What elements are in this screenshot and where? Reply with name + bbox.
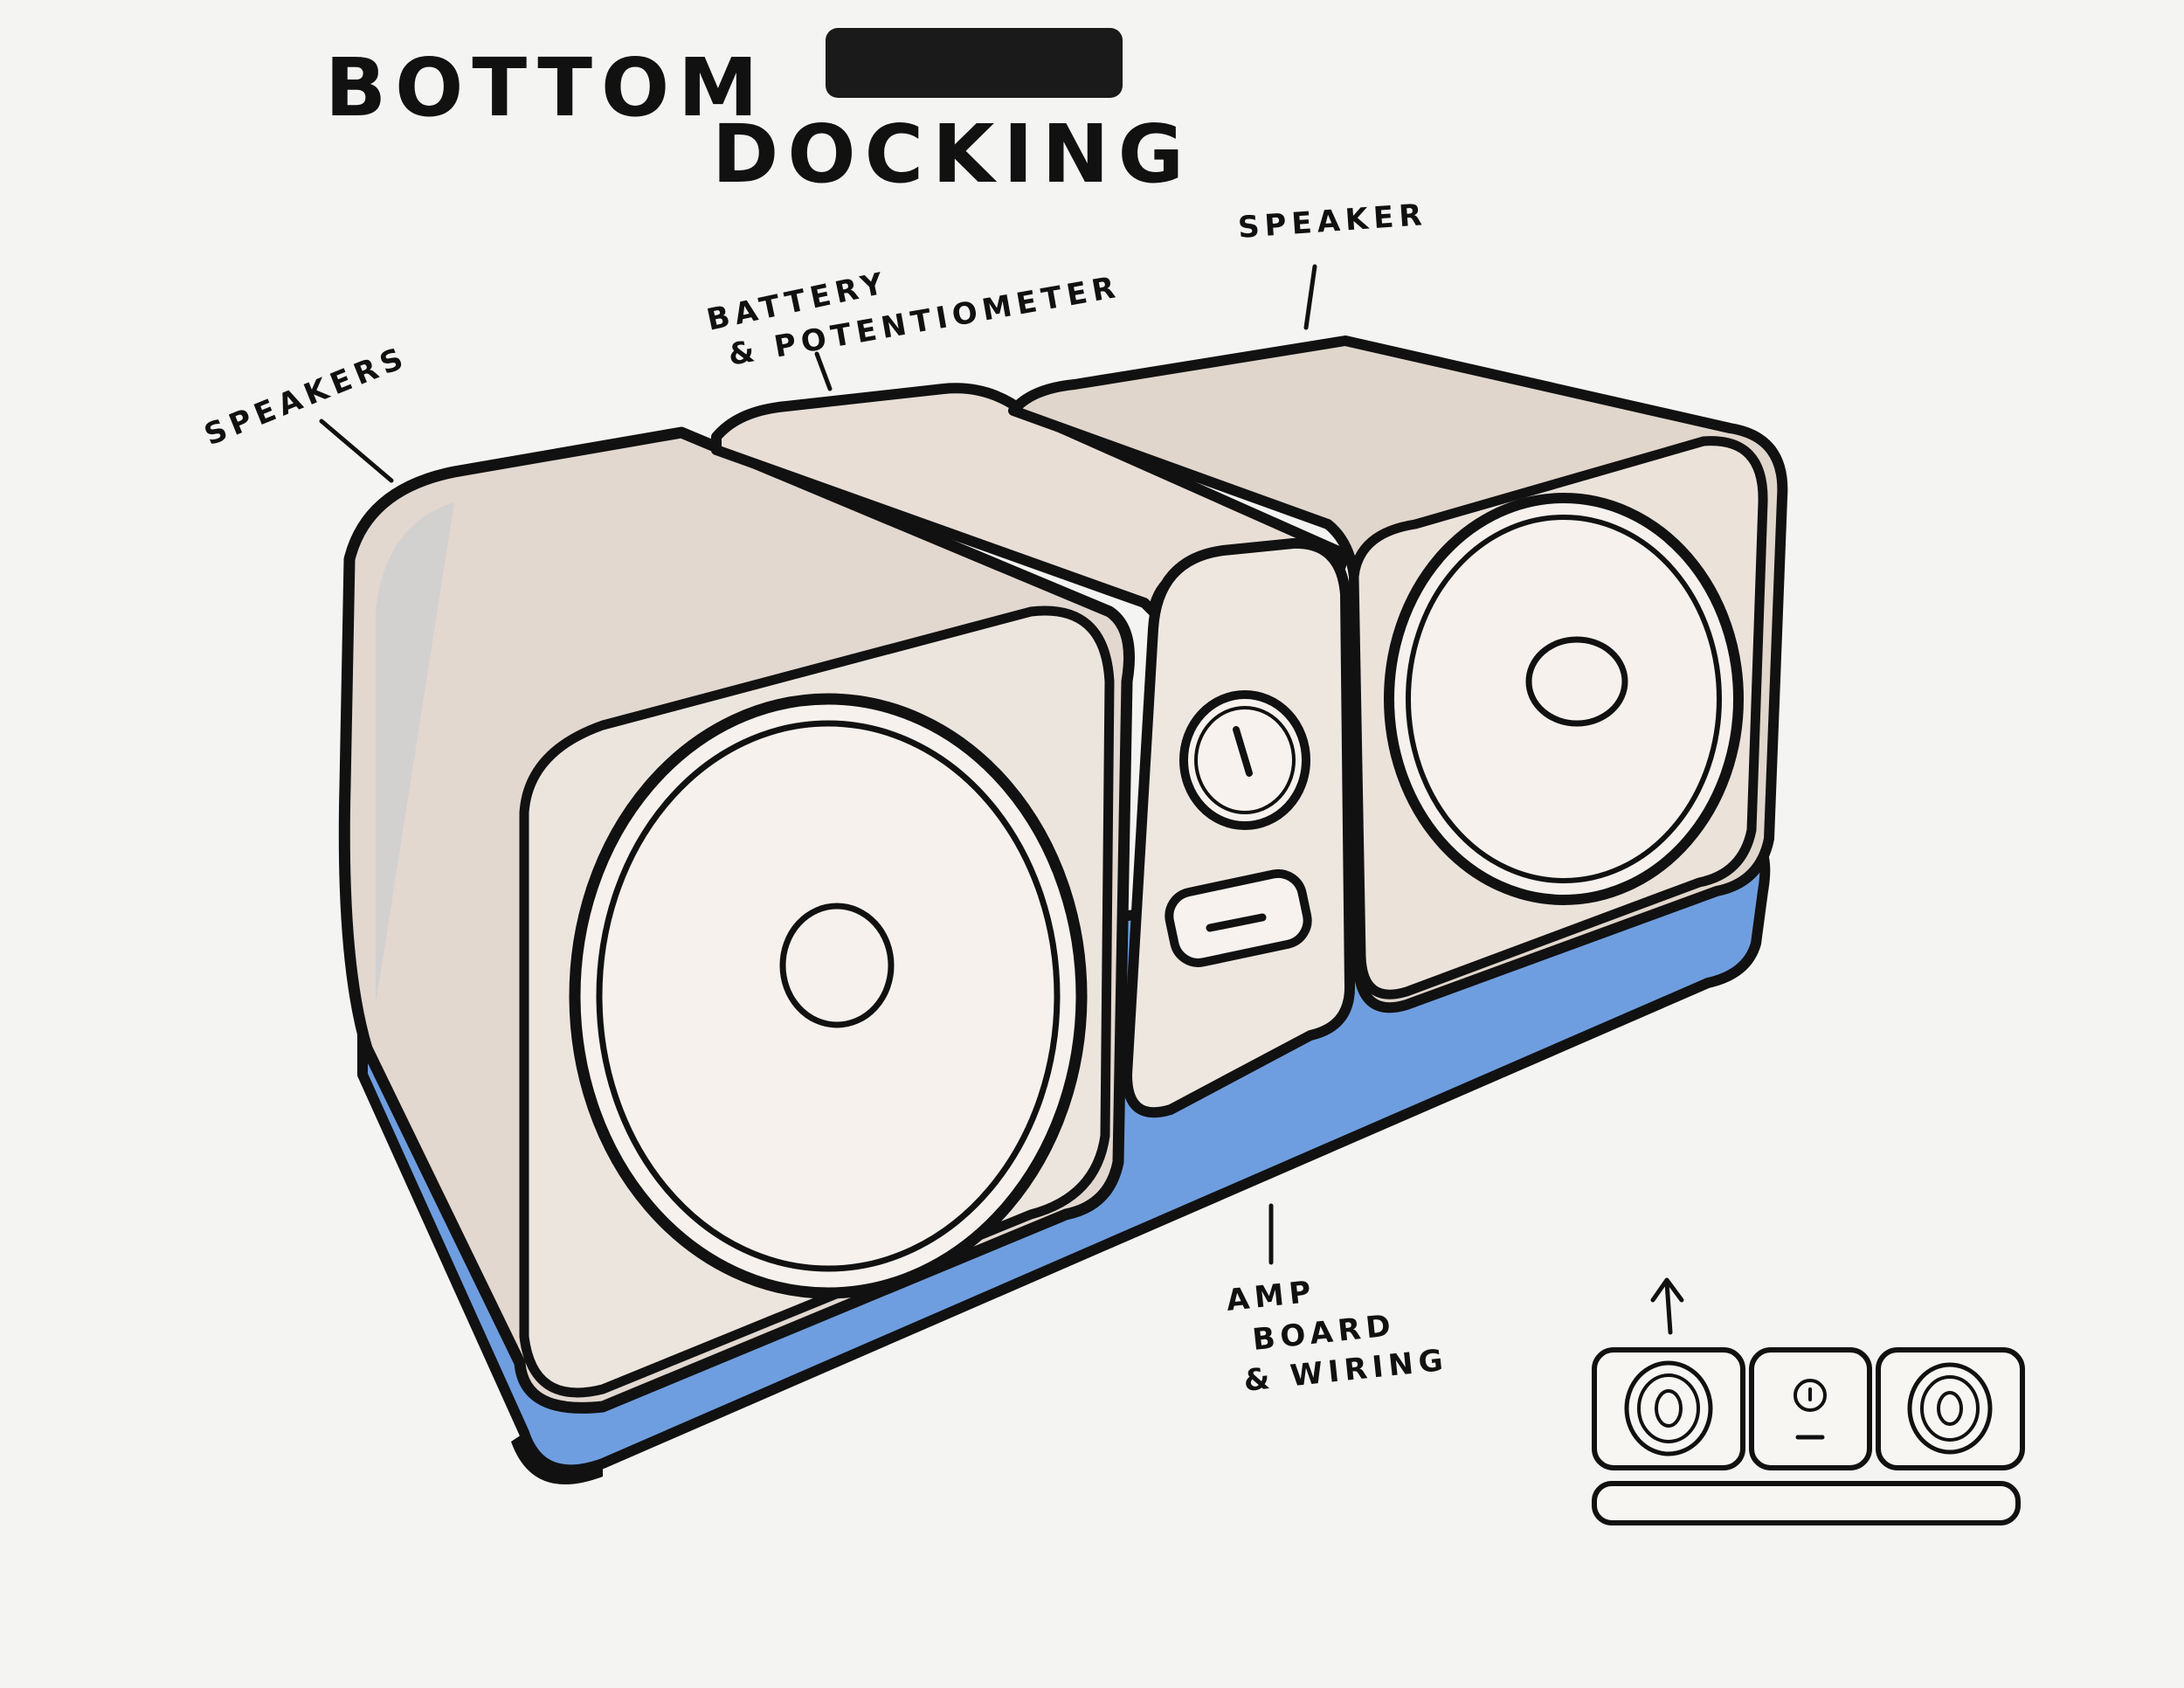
redacted-word (826, 28, 1123, 98)
up-arrow-icon (1664, 1280, 1673, 1335)
leader-line-speaker-right (1303, 264, 1317, 330)
dock-connector-port (1165, 868, 1312, 967)
title-line-1: BOTTOM (325, 41, 767, 135)
left-speaker-module (338, 426, 1135, 1414)
leader-line-battery (814, 351, 833, 391)
thumbnail-left-speaker (1592, 1347, 1745, 1470)
label-amp-line-1: AMP (1225, 1274, 1318, 1318)
connector-slot (1206, 913, 1267, 932)
leader-line-speakers (319, 419, 394, 483)
label-speaker-right: SPEAKER (1237, 197, 1428, 246)
right-speaker-module (1008, 336, 1788, 1013)
left-woofer-cap (779, 903, 895, 1028)
thumbnail-sketch (1592, 1277, 2025, 1525)
title-line-2: DOCKING (712, 107, 1192, 201)
thumbnail-dock-base (1592, 1481, 2021, 1525)
right-woofer-inner-ring (1406, 515, 1722, 883)
label-speakers-left: SPEAKERS (199, 340, 412, 453)
left-woofer-inner-ring (596, 720, 1061, 1272)
thumbnail-right-speaker (1876, 1347, 2025, 1470)
right-woofer-cap (1525, 636, 1628, 727)
knob-indicator (1233, 726, 1253, 777)
center-control-module (1122, 537, 1355, 1118)
